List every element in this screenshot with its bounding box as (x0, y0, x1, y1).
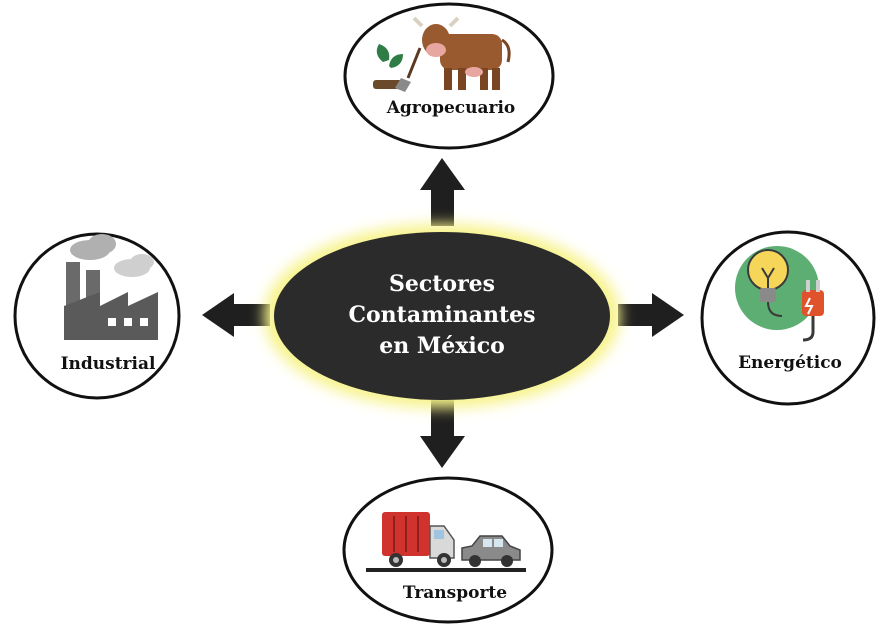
node-label-industrial: Industrial (61, 354, 156, 374)
node-energetico: Energético (700, 230, 876, 406)
center-node: Sectores Contaminantes en México (264, 224, 620, 408)
center-title-line-2: Contaminantes (348, 302, 535, 328)
truck-and-car-icon (366, 512, 526, 572)
factory-icon (64, 234, 158, 340)
center-title-line-1: Sectores (389, 271, 495, 297)
arrow-down (420, 400, 465, 468)
lightbulb-plug-icon (735, 246, 824, 342)
node-label-energetico: Energético (738, 353, 842, 373)
arrow-right (618, 293, 684, 337)
cow-and-plant-icon (373, 16, 511, 92)
node-agropecuario: Agropecuario (343, 2, 555, 150)
node-label-agropecuario: Agropecuario (386, 98, 516, 118)
node-label-transporte: Transporte (403, 583, 507, 603)
center-title-line-3: en México (379, 333, 505, 359)
node-transporte: Transporte (342, 476, 554, 624)
arrow-left (202, 293, 270, 337)
node-industrial: Industrial (13, 232, 181, 400)
arrow-up (420, 158, 465, 226)
